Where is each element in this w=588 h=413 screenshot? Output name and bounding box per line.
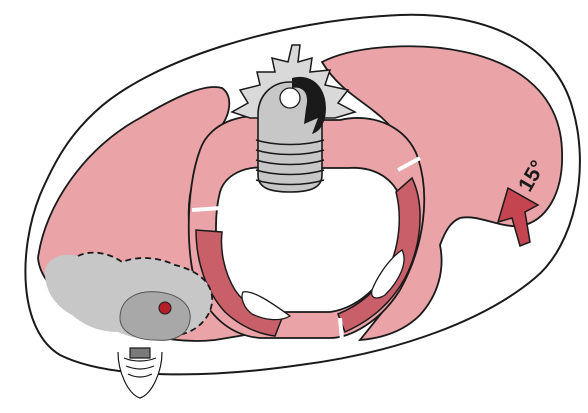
organ-inner-lobe bbox=[120, 292, 190, 341]
bottom-fascial-gap bbox=[340, 318, 342, 340]
nerve-dot bbox=[159, 302, 171, 314]
spinal-canal bbox=[280, 88, 300, 108]
sacral-element bbox=[118, 348, 162, 398]
left-fascial-gap bbox=[192, 208, 222, 210]
